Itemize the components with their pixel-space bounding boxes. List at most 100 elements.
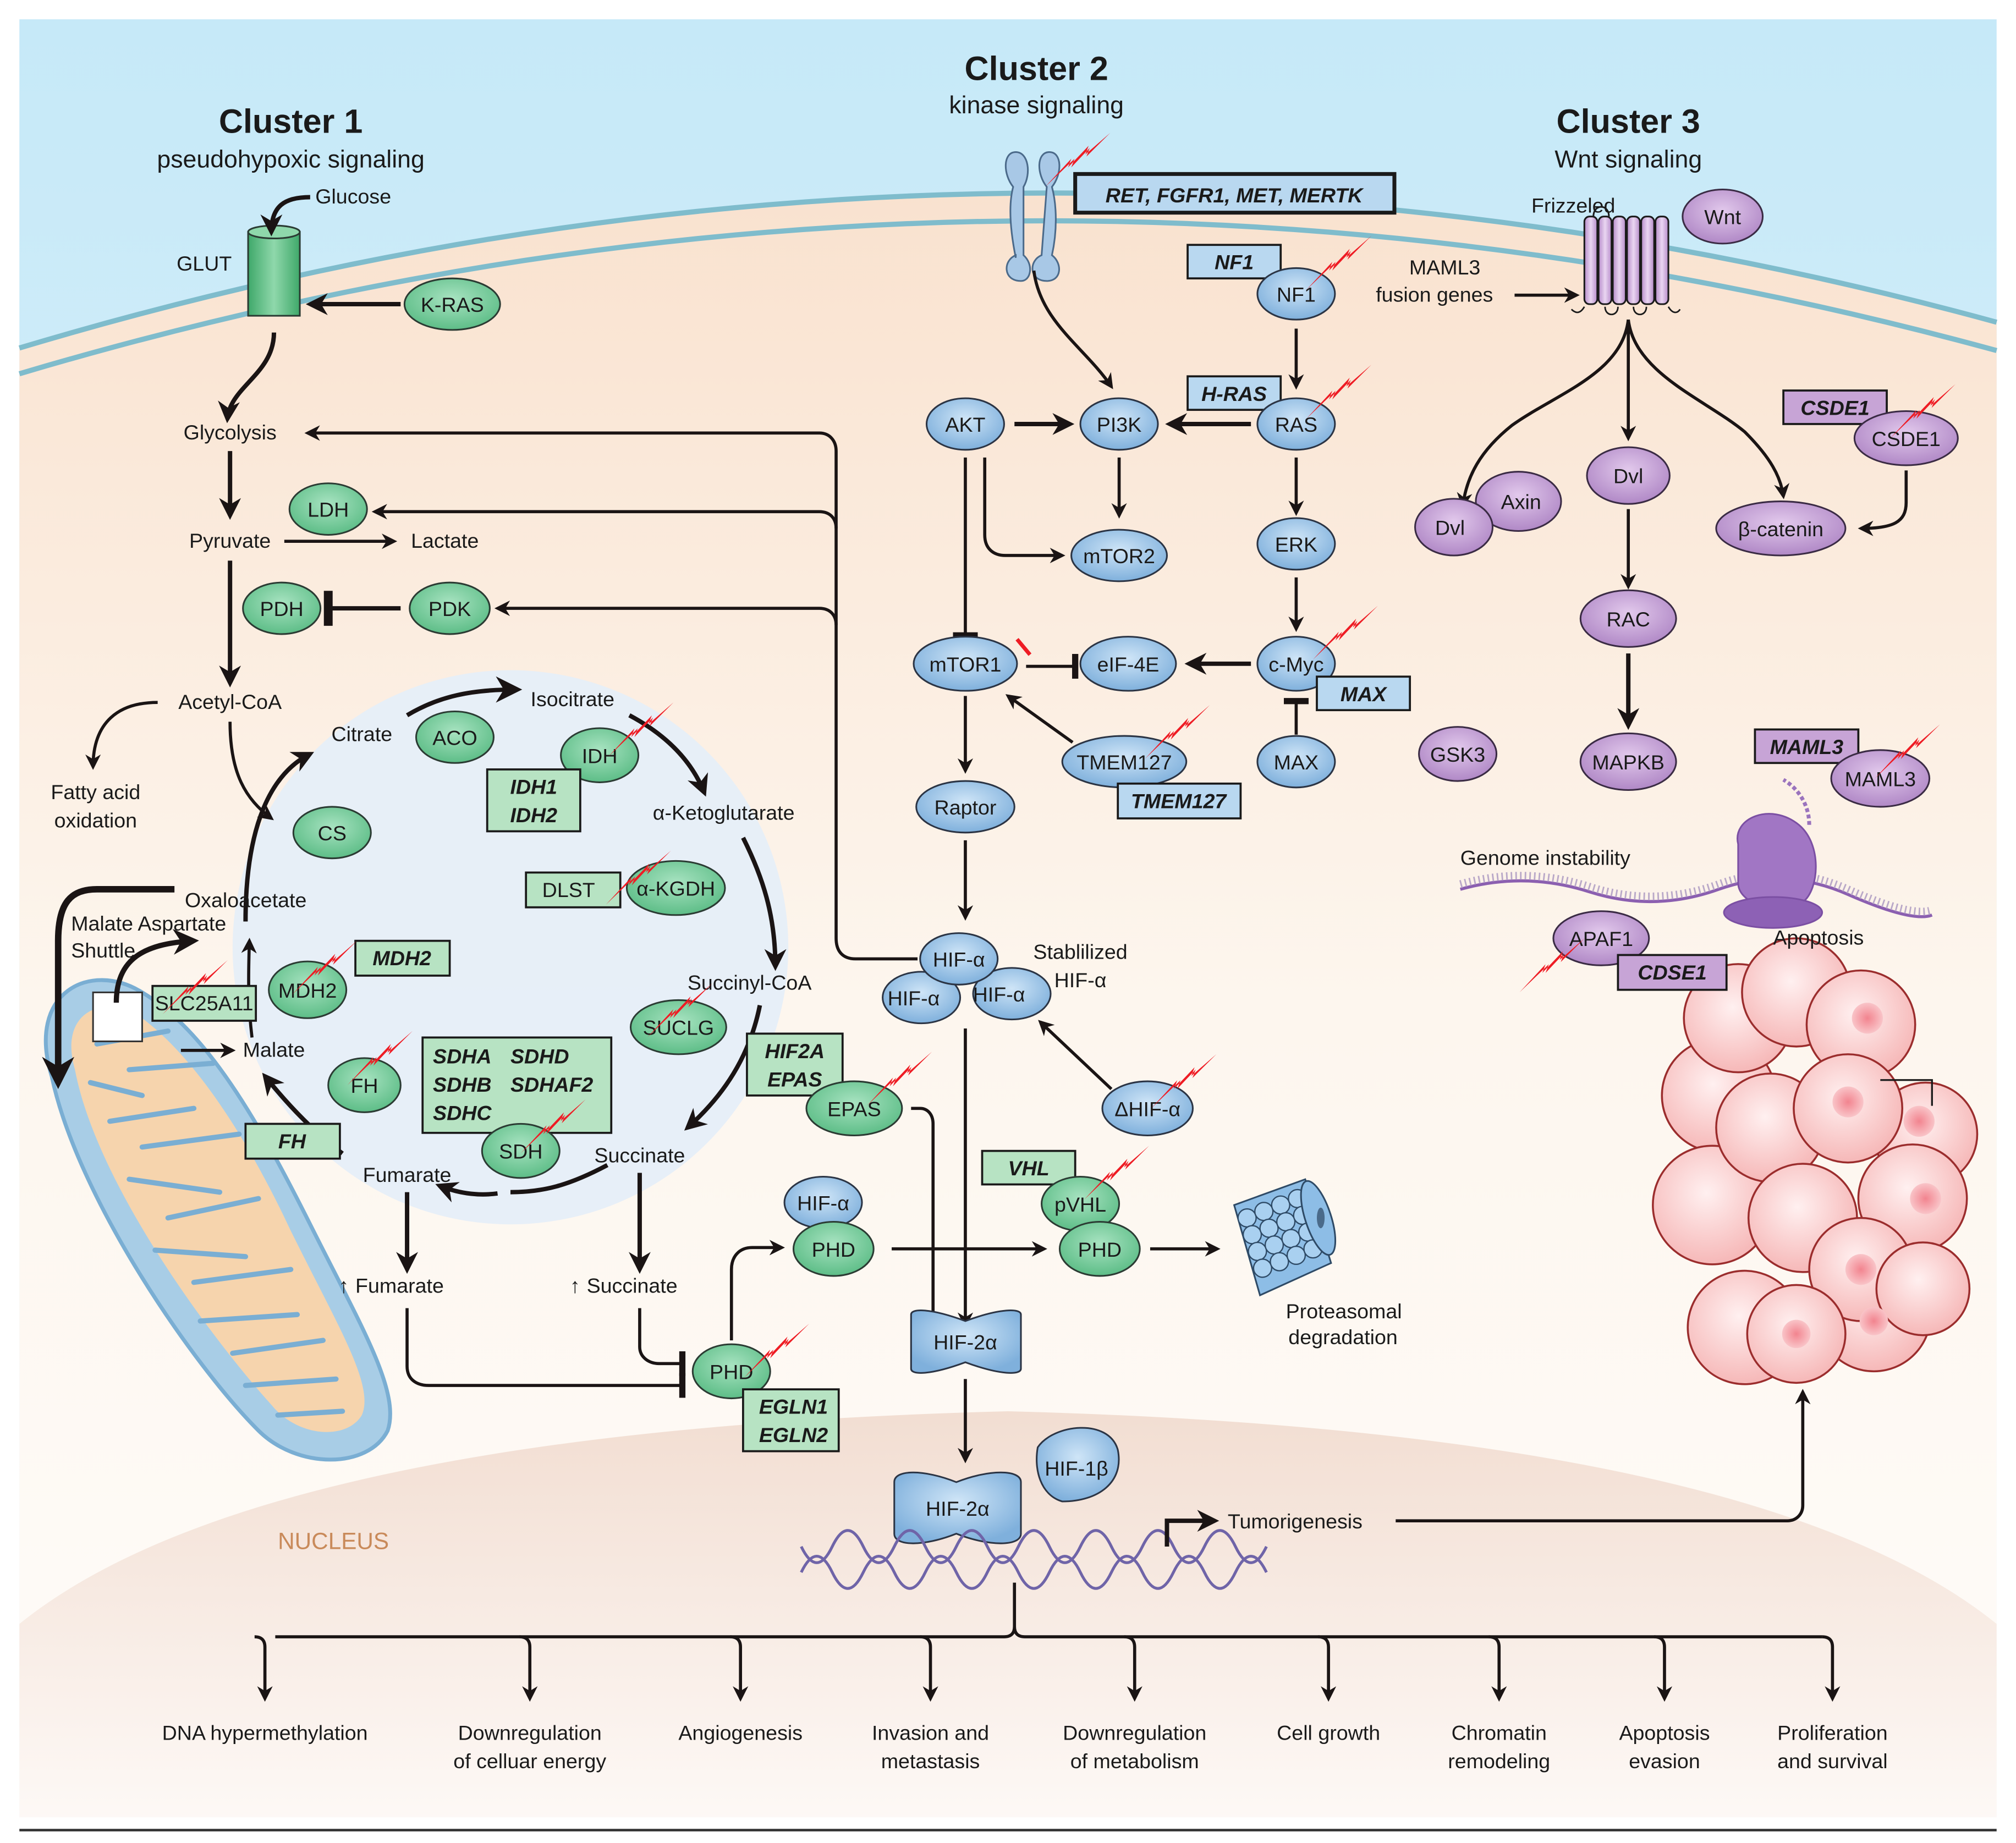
up-succinate-label: Succinate [587, 1274, 678, 1297]
erk-node[interactable] [1256, 517, 1336, 571]
ras-label: RAS [1275, 413, 1317, 436]
mapkb-node[interactable] [1579, 732, 1677, 791]
hras-gene: H-RAS [1201, 382, 1267, 405]
phd-node-right[interactable] [1058, 1220, 1141, 1277]
mtor2-node[interactable] [1070, 529, 1168, 582]
gsk3-node[interactable] [1418, 726, 1498, 782]
glucose-arrow [260, 195, 310, 236]
egln1-gene: EGLN1 [759, 1395, 828, 1418]
kras-node[interactable] [403, 277, 501, 331]
hif2a-nuclear-node[interactable] [893, 1471, 1022, 1544]
outcome-arrow [920, 1635, 938, 1702]
outcome-label: and survival [1777, 1750, 1888, 1773]
stabilized-hif-alpha-complex[interactable]: HIF-α HIF-α HIF-α [882, 932, 1052, 1025]
akt-label: AKT [945, 413, 985, 436]
fh-gene-box [244, 1123, 341, 1160]
cdse1-gene-box [1617, 954, 1728, 991]
mtor1-node[interactable] [913, 636, 1018, 692]
mtor1-red-mark [1015, 638, 1032, 656]
alpha-kgdh-node[interactable] [625, 860, 726, 916]
erk-label: ERK [1275, 533, 1317, 556]
pvhl-label: pVHL [1054, 1193, 1106, 1216]
fh-node[interactable] [327, 1057, 402, 1113]
hif1b-node[interactable] [1036, 1427, 1120, 1503]
idh1-gene: IDH1 [510, 775, 557, 799]
pdh-node[interactable] [242, 581, 322, 635]
shuttle-label-1: Malate Aspartate [71, 912, 226, 935]
acetyl-coa-label: Acetyl-CoA [178, 690, 282, 713]
csde1-gene-box [1782, 389, 1888, 425]
citrate-label: Citrate [331, 722, 392, 745]
nucleus-region [19, 1411, 1997, 1818]
axin-node[interactable] [1475, 471, 1562, 532]
fatty-acid-label-1: Fatty acid [51, 780, 140, 804]
cluster-1-title: Cluster 1 [219, 102, 362, 140]
wnt-node[interactable] [1682, 188, 1764, 245]
raptor-label: Raptor [935, 796, 997, 819]
outcome-arrow [1124, 1635, 1142, 1702]
beta-catenin-node[interactable] [1715, 500, 1847, 557]
csde1-gene: CSDE1 [1800, 397, 1869, 420]
csde1-to-beta-catenin-arrow [1858, 470, 1908, 536]
oxaloacetate-label: Oxaloacetate [185, 889, 306, 912]
phd-node-left[interactable] [792, 1220, 875, 1277]
tmem127-gene-box [1117, 782, 1242, 819]
fh-gene: FH [278, 1130, 306, 1153]
max-node[interactable] [1256, 735, 1336, 789]
lactate-label: Lactate [411, 529, 479, 552]
slc25a11-gene-box [151, 984, 257, 1022]
hif-alpha-node-right[interactable] [972, 967, 1052, 1021]
apaf1-label: APAF1 [1569, 927, 1633, 950]
glut-transporter-icon [247, 224, 301, 317]
phd-to-hif-phd-arrow [729, 1240, 785, 1341]
sdha-gene: SDHA [433, 1044, 491, 1068]
maml3-gene-box [1754, 728, 1860, 764]
wnt-label: Wnt [1704, 206, 1741, 229]
ras-node[interactable] [1256, 397, 1336, 451]
pi3k-node[interactable] [1079, 397, 1159, 451]
rac-node[interactable] [1579, 589, 1677, 648]
phd-left-label: PHD [812, 1238, 855, 1261]
outcome-label: DNA hypermethylation [162, 1721, 368, 1745]
eif4e-node[interactable] [1079, 636, 1177, 692]
dvl-axin-node[interactable] [1414, 498, 1494, 557]
cmyc-node[interactable] [1256, 636, 1336, 692]
hif-alpha-node-top[interactable] [919, 932, 999, 986]
cluster-1-subtitle: pseudohypoxic signaling [157, 146, 424, 173]
hif2a-gene: HIF2A [765, 1039, 825, 1063]
isocitrate-label: Isocitrate [531, 687, 614, 711]
frizzled-receptor-icon [1570, 206, 1681, 316]
nf1-gene-box [1186, 244, 1282, 280]
dna-helix-icon [800, 1529, 1268, 1590]
outcome-arrow [1488, 1635, 1507, 1702]
aco-node[interactable] [415, 711, 495, 764]
suclg-node[interactable] [629, 999, 727, 1055]
akt-node[interactable] [925, 397, 1005, 451]
hif-alpha-phd-label: HIF-α [797, 1191, 849, 1214]
delta-hif-alpha-node[interactable] [1101, 1080, 1194, 1137]
raptor-node[interactable] [915, 780, 1015, 834]
dvl-label: Dvl [1613, 465, 1643, 488]
cs-node[interactable] [292, 806, 372, 860]
mdh2-node[interactable] [268, 960, 348, 1019]
phd-node-bottom[interactable] [691, 1343, 771, 1400]
csde1-node[interactable] [1853, 410, 1959, 466]
mdh2-label: MDH2 [278, 979, 337, 1002]
hif-alpha-node-left[interactable] [882, 971, 962, 1025]
hif-to-ldh-arrow [371, 504, 838, 529]
cs-label: CS [318, 822, 347, 845]
dvl-node[interactable] [1586, 446, 1671, 505]
akt-to-mtor2-arrow [983, 457, 1065, 564]
malate-label: Malate [243, 1038, 305, 1061]
phd-right-label: PHD [1078, 1238, 1122, 1261]
ldh-node[interactable] [288, 482, 368, 536]
hif-alpha-left-label: HIF-α [888, 987, 940, 1010]
tumor-bracket [1880, 1079, 1933, 1106]
hif2a-node[interactable] [910, 1310, 1022, 1374]
pdk-node[interactable] [409, 581, 491, 635]
sdh-node[interactable] [481, 1123, 561, 1179]
apaf1-node[interactable] [1552, 910, 1650, 966]
maml3-node[interactable] [1830, 749, 1931, 808]
cmyc-label: c-Myc [1268, 653, 1323, 676]
